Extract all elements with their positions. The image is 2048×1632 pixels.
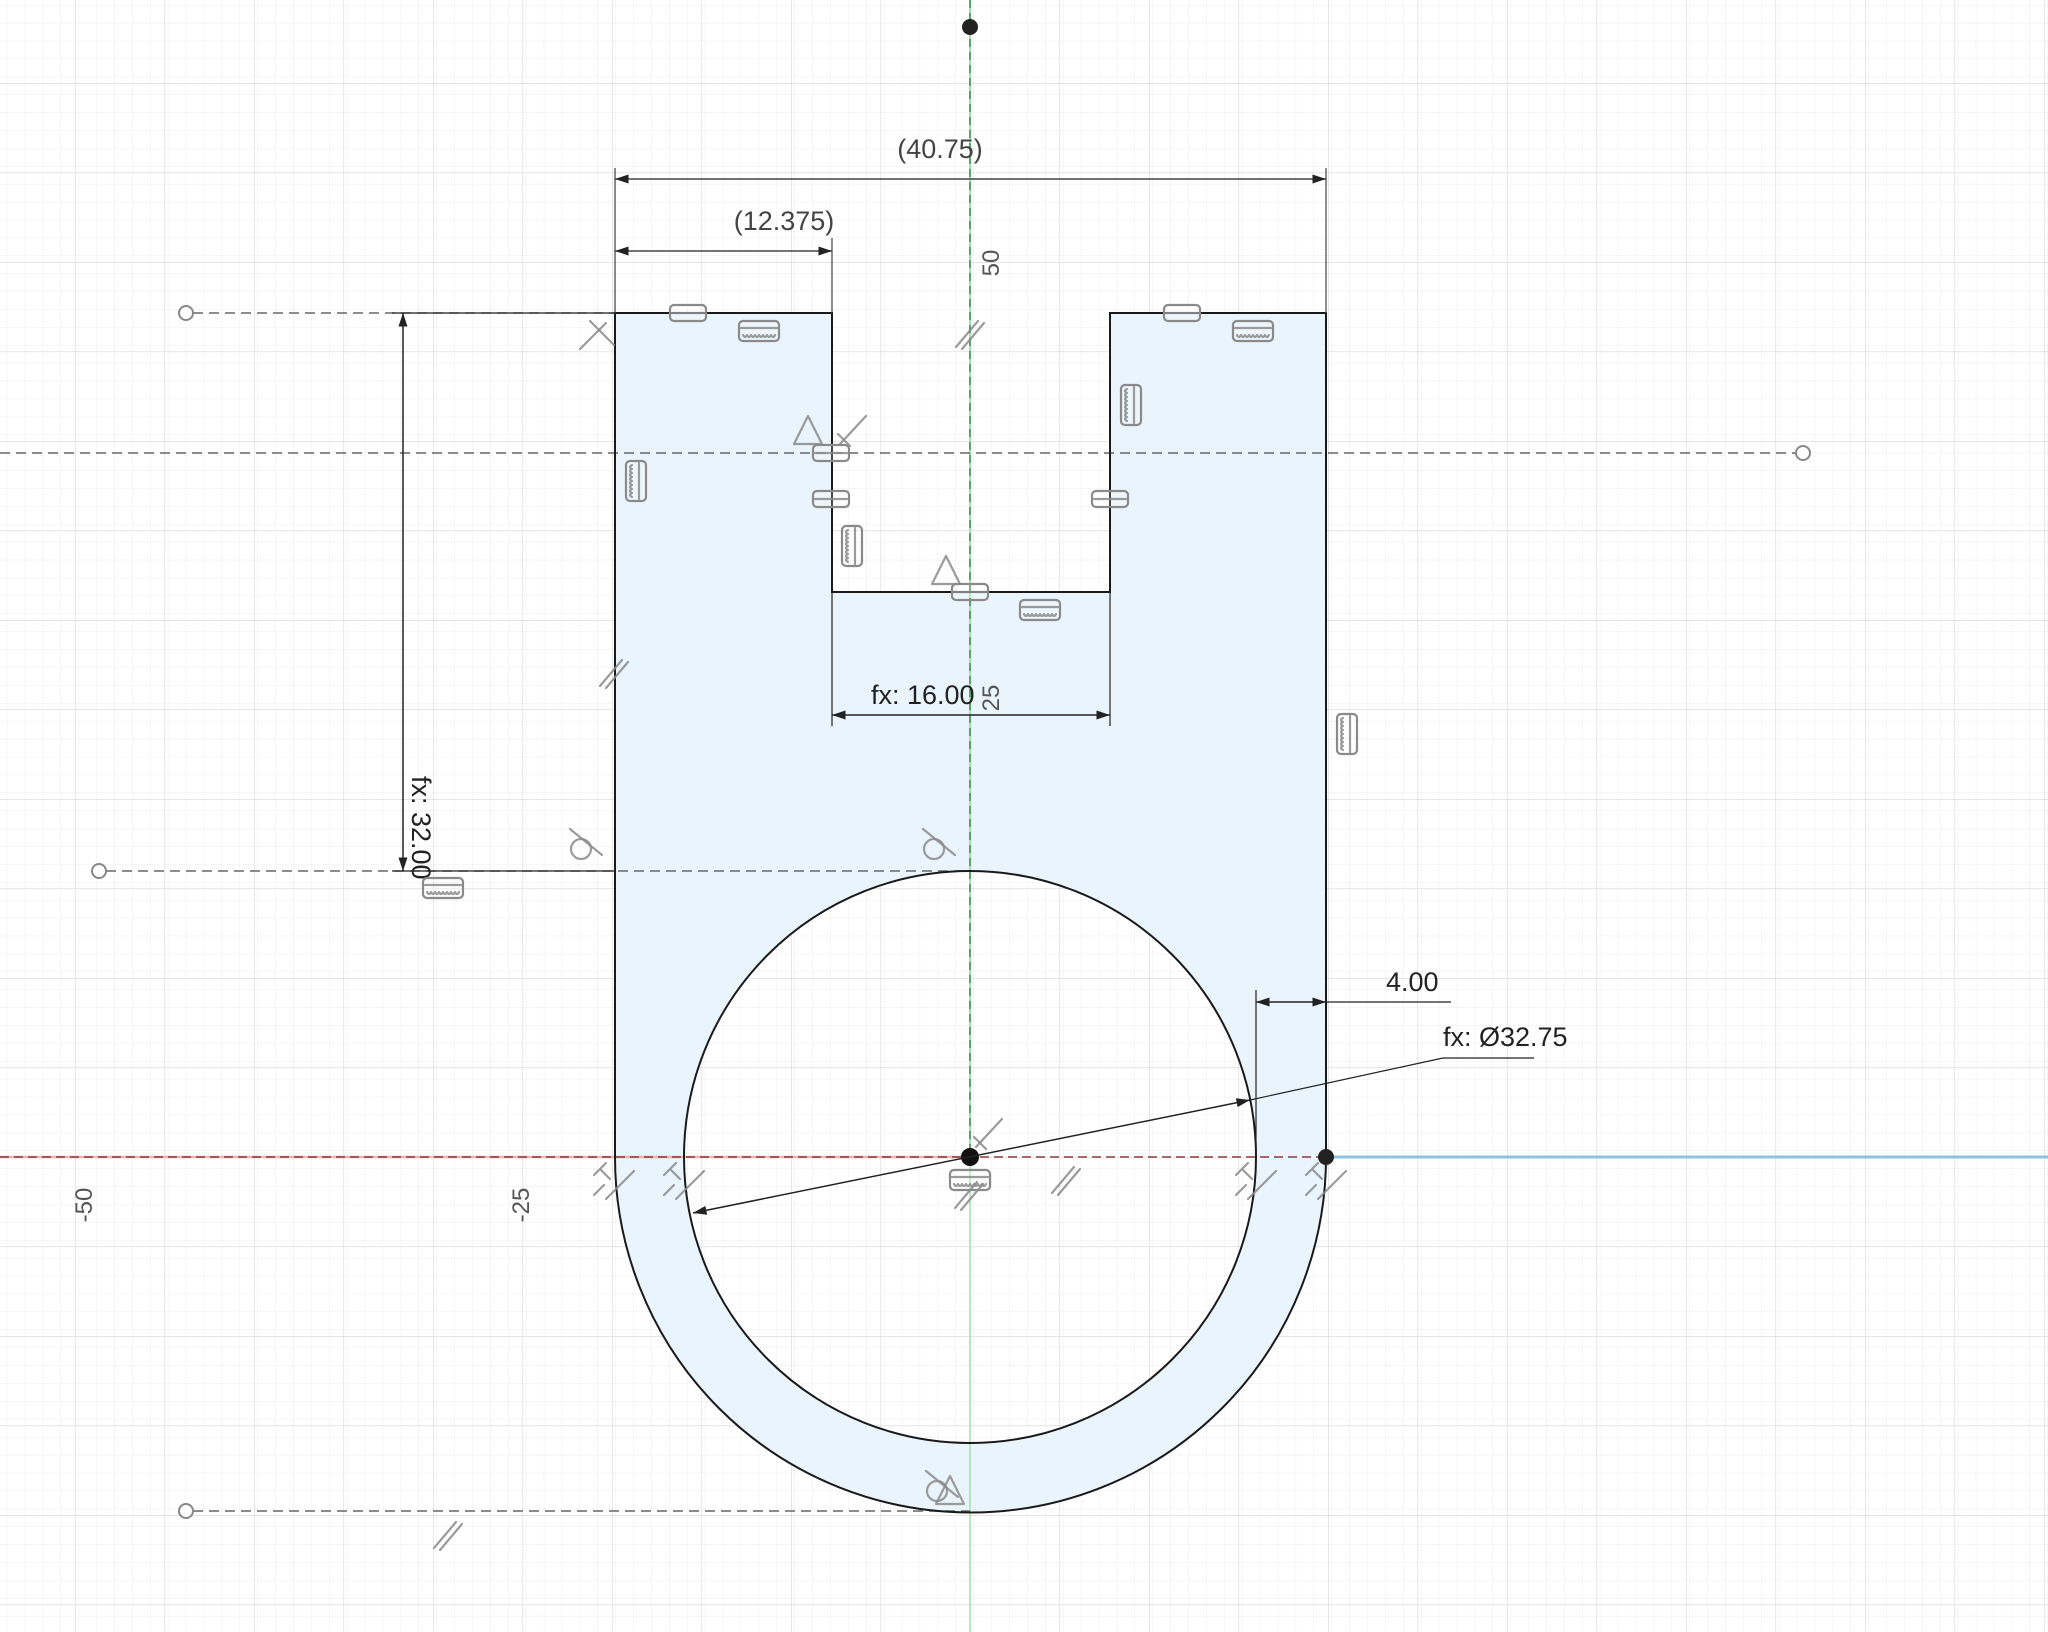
dimension-label-slot-offset[interactable]: (12.375) bbox=[734, 206, 835, 236]
dimension-hole-diameter[interactable]: fx: Ø32.75 bbox=[692, 1022, 1568, 1215]
right-arc-endpoint[interactable] bbox=[1318, 1149, 1334, 1165]
fix-constraint-icon[interactable] bbox=[1231, 319, 1275, 343]
endpoint-circle-top-left[interactable] bbox=[91, 863, 107, 879]
horizontal-constraint-icon[interactable] bbox=[811, 489, 851, 509]
horizontal-constraint-icon[interactable] bbox=[950, 582, 990, 602]
dimension-label-height[interactable]: fx: 32.00 bbox=[406, 776, 436, 880]
fix-constraint-icon[interactable] bbox=[840, 524, 864, 568]
fix-constraint-icon[interactable] bbox=[1335, 712, 1359, 756]
x-axis-label-neg50: -50 bbox=[71, 1188, 98, 1223]
fix-constraint-icon[interactable] bbox=[948, 1168, 992, 1192]
y-axis-label-25: 25 bbox=[978, 685, 1005, 712]
endpoint-top-left[interactable] bbox=[178, 305, 194, 321]
fix-constraint-icon[interactable] bbox=[421, 876, 465, 900]
endpoint-upper-right[interactable] bbox=[1795, 445, 1811, 461]
fix-constraint-icon[interactable] bbox=[737, 319, 781, 343]
top-point[interactable] bbox=[962, 19, 978, 35]
dimension-label-hole-diameter[interactable]: fx: Ø32.75 bbox=[1443, 1022, 1568, 1052]
y-axis-label-50: 50 bbox=[978, 250, 1005, 277]
dimension-slot-offset[interactable]: (12.375) bbox=[615, 206, 834, 313]
dimension-wall-thickness[interactable]: 4.00 bbox=[1255, 967, 1451, 1157]
dimension-height[interactable]: fx: 32.00 bbox=[392, 312, 615, 880]
x-axis-label-neg25: -25 bbox=[508, 1188, 535, 1223]
dimension-label-slot-width[interactable]: fx: 16.00 bbox=[871, 680, 975, 710]
dimension-label-overall-width[interactable]: (40.75) bbox=[897, 134, 983, 164]
horizontal-constraint-icon[interactable] bbox=[668, 303, 708, 323]
dimension-label-wall-thickness[interactable]: 4.00 bbox=[1386, 967, 1439, 997]
profile-region[interactable] bbox=[615, 313, 1326, 1513]
dimension-slot-width[interactable]: fx: 16.00 bbox=[831, 592, 1111, 726]
fix-constraint-icon[interactable] bbox=[1119, 383, 1143, 427]
fix-constraint-icon[interactable] bbox=[624, 459, 648, 503]
construction-endpoints bbox=[91, 305, 1811, 1519]
outer-profile[interactable] bbox=[614, 312, 1327, 1514]
horizontal-constraint-icon[interactable] bbox=[811, 443, 851, 463]
fix-constraint-icon[interactable] bbox=[1018, 598, 1062, 622]
dimension-overall-width[interactable]: (40.75) bbox=[614, 134, 1327, 313]
horizontal-constraint-icon[interactable] bbox=[1162, 303, 1202, 323]
endpoint-bottom-left[interactable] bbox=[178, 1503, 194, 1519]
horizontal-constraint-icon[interactable] bbox=[1090, 489, 1130, 509]
